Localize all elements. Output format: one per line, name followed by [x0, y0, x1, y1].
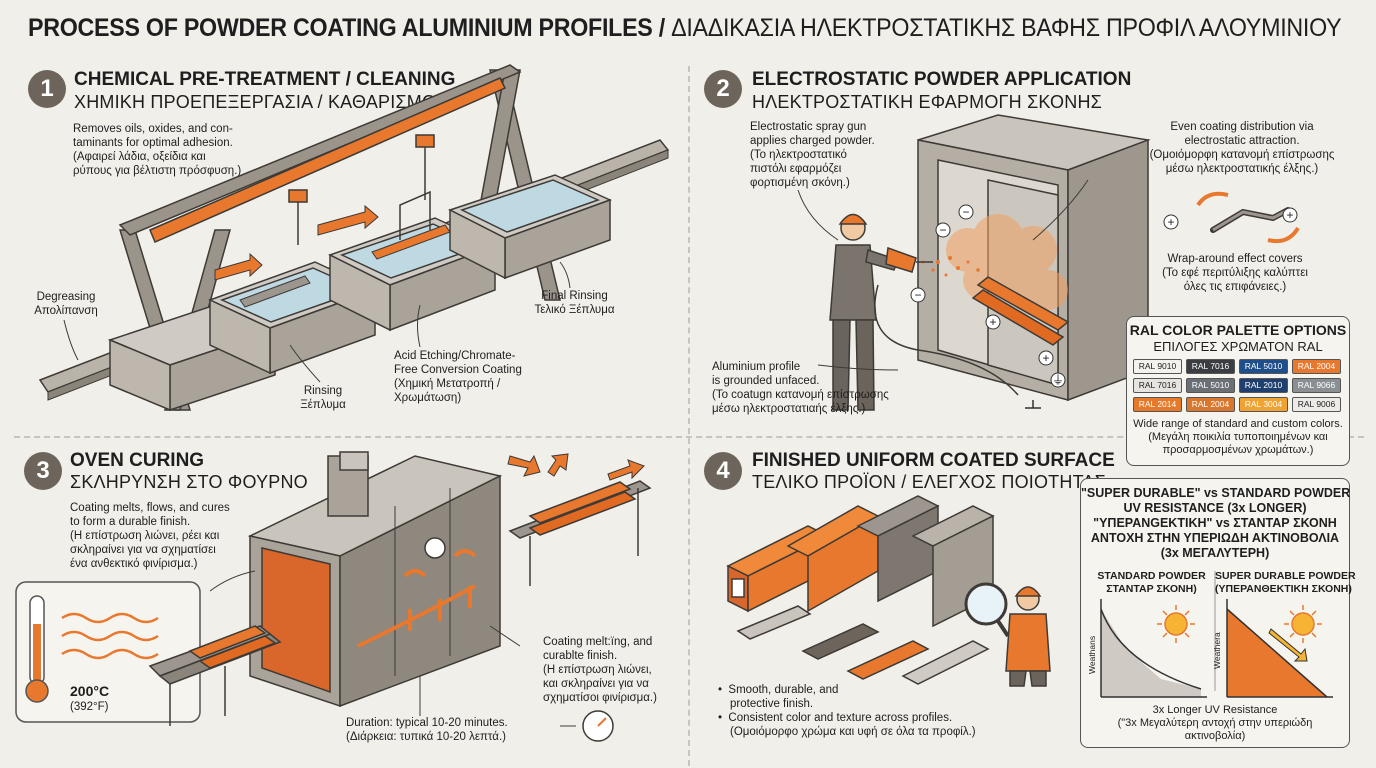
page-title: PROCESS OF POWDER COATING ALUMINIUM PROF… [28, 14, 1342, 43]
ral-swatch: RAL 7016 [1133, 378, 1182, 393]
svg-text:+: + [1167, 215, 1174, 229]
label-wrap-around: Wrap-around effect covers(Το εφέ περιτύλ… [1162, 253, 1308, 293]
ral-palette-panel: RAL COLOR PALETTE OPTIONS ΕΠΙΛΟΓΕΣ ΧΡΩΜΑ… [1126, 316, 1350, 466]
pretreatment-line-illustration [38, 64, 670, 412]
bullet-item: • Smooth, durable, and [718, 684, 839, 696]
step-2-title: ELECTROSTATIC POWDER APPLICATION [752, 69, 1132, 90]
ral-swatch: RAL 2004 [1186, 397, 1235, 412]
right-axis-label: Weathera [1212, 632, 1222, 669]
vertical-divider [688, 66, 690, 766]
ral-swatch: RAL 2010 [1239, 378, 1288, 393]
ral-swatch: RAL 2014 [1133, 397, 1182, 412]
ral-swatch: RAL 3004 [1239, 397, 1288, 412]
ral-title: RAL COLOR PALETTE OPTIONS [1129, 322, 1347, 338]
svg-text:⏚: ⏚ [1052, 373, 1064, 387]
ral-swatch: RAL 9066 [1292, 378, 1341, 393]
label-acid-etching: Acid Etching/Chromate-Free Conversion Co… [394, 350, 522, 404]
step-3-subtitle: ΣΚΛΗΡΥΝΣΗ ΣΤΟ ΦΟΥΡΝΟ [70, 472, 308, 492]
step-4-subtitle: ΤΕΛΙΚΟ ΠΡΟΪΟΝ / ΕΛΕΓΧΟΣ ΠΟΙΟΤΗΤΑΣ [752, 472, 1106, 492]
gantry-beam [149, 77, 507, 243]
step-2-number: 2 [704, 70, 742, 108]
step-1-subtitle: ΧΗΜΙΚΗ ΠΡΟΕΠΕΞΕΡΓΑΣΙΑ / ΚΑΘΑΡΙΣΜΟΣ [74, 92, 448, 112]
temperature-fahrenheit: (392°F) [70, 701, 109, 713]
horizontal-divider [14, 436, 1364, 438]
label-duration: Duration: typical 10-20 minutes.(Διάρκει… [346, 717, 508, 743]
ral-swatch: RAL 5010 [1239, 359, 1288, 374]
step-3-title: OVEN CURING [70, 450, 205, 471]
ral-subtitle: ΕΠΙΛΟΓΕΣ ΧΡΩΜΑΤΟΝ RAL [1153, 339, 1323, 354]
oven-illustration [15, 451, 652, 742]
left-axis-label: Weathans [1087, 635, 1097, 674]
step-3-number: 3 [24, 452, 62, 490]
bullet-list: • Smooth, durable, and protective finish… [718, 684, 976, 738]
svg-text:+: + [989, 315, 996, 329]
step-4-number: 4 [704, 452, 742, 490]
step-4-title: FINISHED UNIFORM COATED SURFACE [752, 450, 1115, 471]
step-2-subtitle: ΗΛΕΚΤΡΟΣΤΑΤΙΚΗ ΕΦΑΡΜΟΓΗ ΣΚΟΝΗΣ [752, 92, 1102, 112]
super-durable-label: SUPER DURABLE POWDER(ΥΠΕΡΑΝΘΕΚΤΙΚΗ ΣΚΟΝΗ… [1215, 570, 1356, 595]
ral-swatch: RAL 2004 [1292, 359, 1341, 374]
bullet-item: • Consistent color and texture across pr… [718, 712, 953, 724]
svg-text:−: − [914, 288, 921, 302]
finished-profiles-illustration [726, 495, 1051, 687]
title-en: PROCESS OF POWDER COATING ALUMINIUM PROF… [28, 14, 665, 42]
ral-note: Wide range of standard and custom colors… [1133, 418, 1343, 456]
uv-footer: 3x Longer UV Resistance("3x Μεγαλύτερη α… [1117, 704, 1313, 742]
svg-text:+: + [1042, 351, 1049, 365]
ral-swatch: RAL 7016 [1186, 359, 1235, 374]
step-1-description: Removes oils, oxides, and con-taminants … [73, 123, 242, 177]
step-1-number: 1 [28, 70, 66, 108]
ral-swatch: RAL 9006 [1292, 397, 1341, 412]
svg-text:+: + [1286, 208, 1293, 222]
step-1-title: CHEMICAL PRE-TREATMENT / CLEANING [74, 69, 456, 90]
ral-swatch: RAL 9010 [1133, 359, 1182, 374]
uv-comparison-graphs [1100, 571, 1333, 698]
temperature-celsius: 200°C [70, 683, 110, 699]
svg-text:−: − [939, 223, 946, 237]
title-gr: ΔΙΑΔΙΚΑΣΙΑ ΗΛΕΚΤΡΟΣΤΑΤΙΚΗΣ ΒΑΦΗΣ ΠΡΟΦΙΛ … [671, 14, 1342, 42]
svg-text:−: − [962, 205, 969, 219]
ral-swatch: RAL 5010 [1186, 378, 1235, 393]
spray-booth-illustration: − − − + + ⏚ + + [797, 114, 1300, 411]
